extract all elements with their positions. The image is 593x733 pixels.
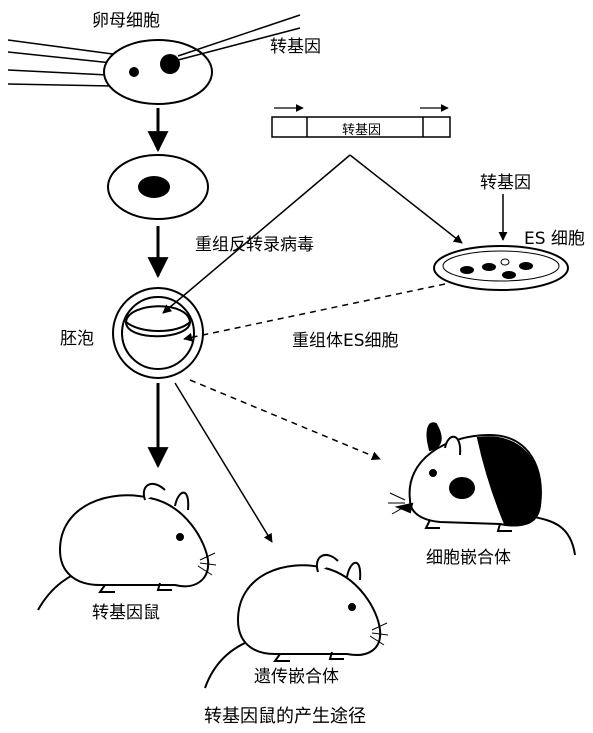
transgenic-mouse-drawing bbox=[37, 482, 217, 611]
injection-needle bbox=[177, 14, 301, 61]
label-transgene-es: 转基因 bbox=[480, 173, 531, 193]
label-blastocyst: 胚泡 bbox=[60, 329, 94, 349]
arrow-blastocyst-to-cell-chimera bbox=[189, 379, 381, 461]
arrow-vector-to-es-dish bbox=[349, 154, 463, 244]
label-cell-chimera: 细胞嵌合体 bbox=[426, 548, 511, 568]
label-transgenic-mouse: 转基因鼠 bbox=[92, 603, 160, 623]
germline-chimera-mouse-drawing bbox=[204, 553, 389, 689]
label-transgene-injection: 转基因 bbox=[270, 37, 321, 57]
oocyte-cell bbox=[103, 39, 213, 105]
retroviral-vector bbox=[271, 116, 451, 138]
label-es-cell: ES 细胞 bbox=[524, 229, 585, 249]
arrow-blastocyst-to-germline-chimera bbox=[174, 382, 273, 543]
cell-chimera-mouse-drawing bbox=[388, 422, 576, 556]
label-recombinant-es: 重组体ES细胞 bbox=[292, 331, 399, 351]
blastocyst bbox=[112, 287, 204, 379]
label-retrovirus: 重组反转录病毒 bbox=[195, 235, 314, 255]
arrow-es-to-blastocyst bbox=[183, 283, 446, 342]
holding-pipette bbox=[7, 39, 121, 87]
arrow-vector-to-blastocyst bbox=[162, 154, 351, 314]
es-cell-dish bbox=[433, 245, 569, 291]
label-oocyte: 卵母细胞 bbox=[92, 11, 160, 31]
figure-caption: 转基因鼠的产生途径 bbox=[204, 706, 366, 727]
label-vector-insert: 转基因 bbox=[342, 123, 382, 138]
fertilized-egg bbox=[107, 154, 209, 220]
label-germline-chimera: 遗传嵌合体 bbox=[254, 667, 339, 687]
